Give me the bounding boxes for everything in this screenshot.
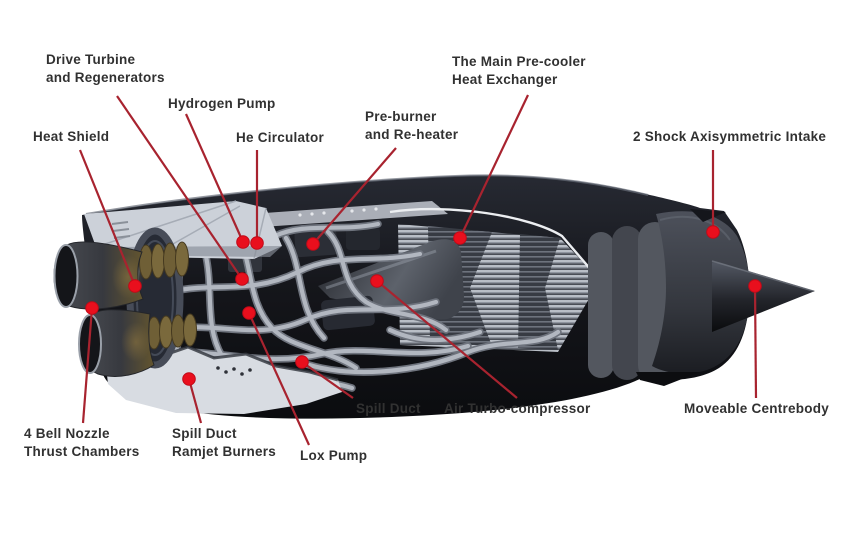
ring-segment [612,226,642,380]
upper-nozzle-mouth [53,244,79,308]
cowl-body [652,211,750,374]
spike-top-edge [711,260,814,292]
leader-line-lox-pump [247,312,311,446]
pipe [283,235,327,341]
leader-lines [78,94,758,446]
deck-beam [250,201,448,227]
panel-face [84,201,282,259]
forward-structure-panel [84,200,282,260]
label-four-bell-nozzle-thrust-chambers: 4 Bell Nozzle Thrust Chambers [24,426,140,459]
spool [171,314,185,348]
label-drive-turbine-and-regenerators: Drive Turbine and Regenerators [46,52,165,85]
leader-line-hydrogen-pump [184,113,245,243]
leader-line-ramjet-burners [187,378,203,424]
label-moveable-centrebody: Moveable Centrebody [684,401,830,416]
marker-centrebody [748,279,762,293]
label-main-pre-cooler-heat-exchanger: The Main Pre-cooler Heat Exchanger [452,54,586,87]
marker-pre-burner [306,237,320,251]
marker-bell-nozzle [85,301,99,315]
marker-he-circulator [250,236,264,250]
leader-line-centrebody [753,285,758,399]
label-two-shock-axisymmetric-intake: 2 Shock Axisymmetric Intake [633,129,827,144]
leader-line-heat-shield [78,149,137,287]
label-hydrogen-pump: Hydrogen Pump [168,96,276,111]
pipe [202,249,225,359]
re-heater-housing [346,228,380,250]
label-spill-duct: Spill Duct [356,401,421,416]
pre-cooler-panel-dark-2 [518,234,560,350]
marker-pre-cooler [453,231,467,245]
label-pre-burner-and-re-heater: Pre-burner and Re-heater [365,109,459,142]
marker-intake [706,225,720,239]
spike-cone [712,260,815,332]
cowl-bottom-notch [636,372,700,386]
label-heat-shield: Heat Shield [33,129,110,144]
leader-line-air-turbo-compressor [376,280,518,399]
leader-line-bell-nozzle [81,307,94,424]
marker-heat-shield [128,279,142,293]
spool [151,243,165,279]
leader-line-spill-duct [301,361,354,399]
leader-line-pre-burner [312,147,397,245]
panel-vents [111,221,131,239]
equipment-deck [250,201,448,227]
pre-cooler-frame-line [389,207,599,279]
intake-ring-sections [588,222,672,382]
marker-dots [85,225,762,386]
marker-drive-turbine [235,272,249,286]
marker-ramjet-burners [182,372,196,386]
intake-cowl [636,209,750,386]
spool [159,315,173,349]
leader-line-drive-turbine [116,95,243,280]
label-spill-duct-ramjet-burners: Spill Duct Ramjet Burners [172,426,277,459]
spool [175,241,189,277]
label-air-turbo-compressor: Air Turbo-compressor [444,401,591,416]
nacelle-top-rim-highlight [85,174,649,215]
bell-nozzles [53,241,155,377]
lower-nozzle-bronze-interior [121,322,151,362]
marker-air-turbo-compressor [370,274,384,288]
ring-segment [588,232,614,378]
cowl-top-fin [690,209,726,222]
pipe [387,327,483,343]
label-lox-pump: Lox Pump [300,448,368,463]
skirt-perforations [216,366,252,376]
marker-spill-duct [295,355,309,369]
pipe [297,329,561,375]
marker-hydrogen-pump [236,235,250,249]
deck-rivets [298,207,378,217]
centrebody-spike [711,260,815,332]
leader-line-pre-cooler [459,94,529,239]
spool [163,242,177,278]
turbine-spools [139,241,197,350]
pipe [233,229,359,371]
label-he-circulator: He Circulator [236,130,325,145]
engine-illustration [53,174,815,419]
spool [183,313,197,347]
marker-lox-pump [242,306,256,320]
upper-nozzle-bronze-interior [112,255,144,299]
